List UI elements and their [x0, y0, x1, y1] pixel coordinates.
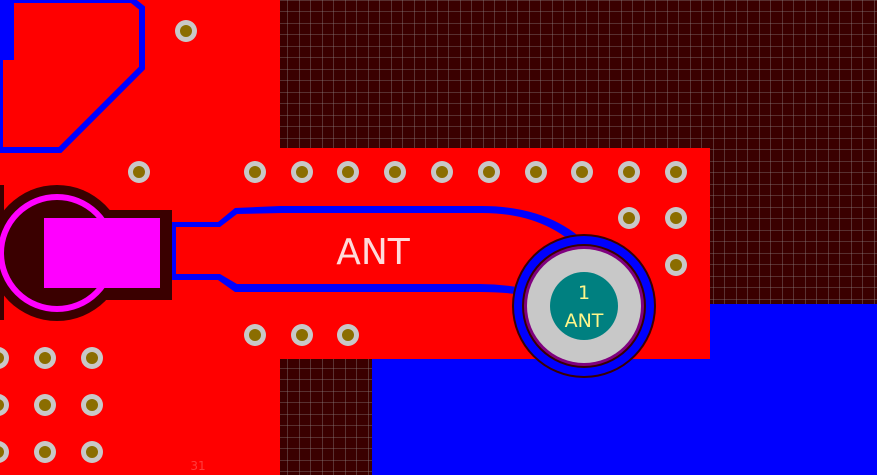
via[interactable]	[665, 161, 687, 183]
via[interactable]	[478, 161, 500, 183]
via[interactable]	[0, 441, 9, 463]
via[interactable]	[0, 347, 9, 369]
via[interactable]	[81, 441, 103, 463]
via[interactable]	[431, 161, 453, 183]
via[interactable]	[81, 394, 103, 416]
component-pin-label: 31	[190, 459, 205, 473]
antenna-pad-outline	[160, 214, 172, 292]
via[interactable]	[34, 394, 56, 416]
via[interactable]	[384, 161, 406, 183]
via[interactable]	[618, 161, 640, 183]
top-copper-cutout	[0, 0, 145, 153]
via[interactable]	[665, 254, 687, 276]
pad-net-label: ANT	[565, 310, 604, 332]
via[interactable]	[34, 441, 56, 463]
via[interactable]	[337, 324, 359, 346]
via[interactable]	[0, 394, 9, 416]
via[interactable]	[525, 161, 547, 183]
via[interactable]	[34, 347, 56, 369]
via[interactable]	[175, 20, 197, 42]
pad-number-label: 1	[578, 282, 590, 304]
via[interactable]	[128, 161, 150, 183]
via[interactable]	[81, 347, 103, 369]
via[interactable]	[571, 161, 593, 183]
via[interactable]	[244, 324, 266, 346]
ant-pad-hole[interactable]	[550, 272, 618, 340]
top-copper-edge-fix	[0, 0, 14, 60]
ant-trace[interactable]	[176, 213, 590, 292]
via-group	[0, 20, 687, 463]
pin-31-clearance	[172, 437, 226, 475]
via[interactable]	[337, 161, 359, 183]
via[interactable]	[665, 207, 687, 229]
via[interactable]	[244, 161, 266, 183]
via[interactable]	[291, 324, 313, 346]
via[interactable]	[618, 207, 640, 229]
via[interactable]	[291, 161, 313, 183]
antenna-smd-pad[interactable]	[44, 218, 160, 288]
trace-net-label: ANT	[336, 232, 411, 273]
